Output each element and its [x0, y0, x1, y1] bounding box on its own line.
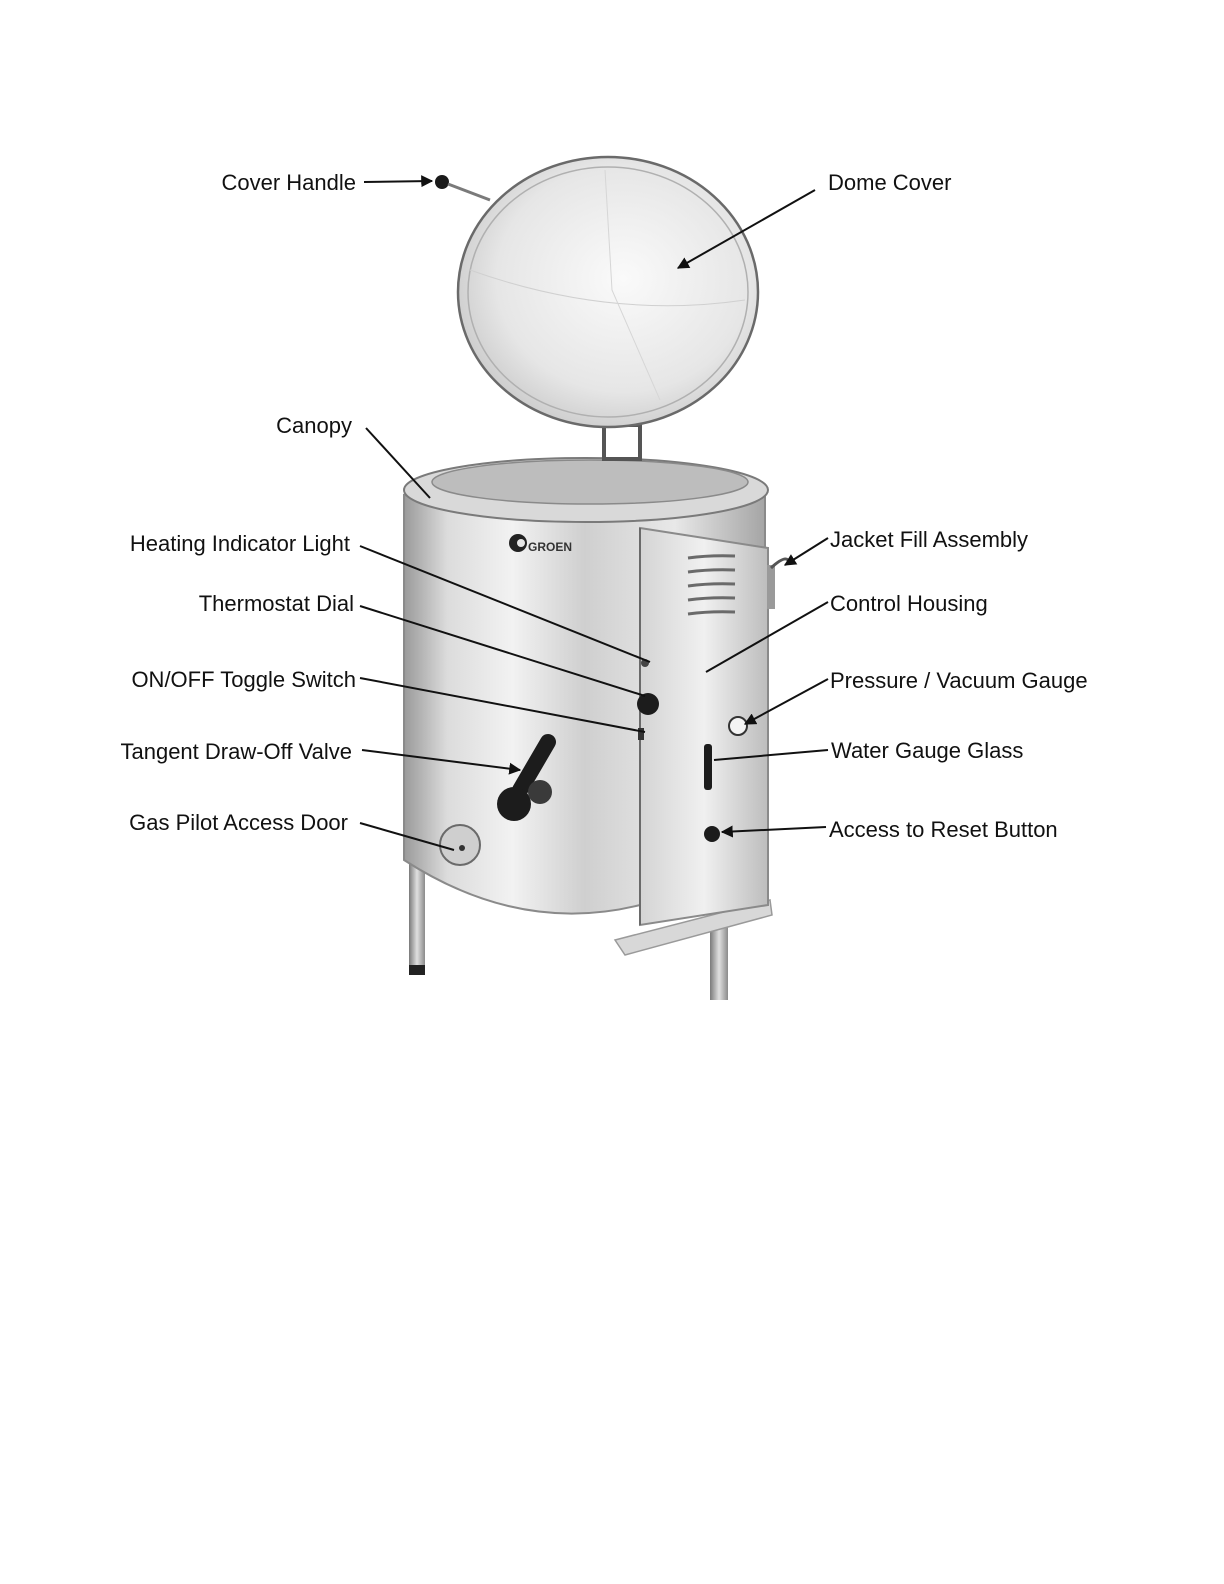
cover-handle — [435, 175, 449, 189]
on-off-toggle-switch — [638, 728, 644, 740]
label-pressure-vacuum-gauge: Pressure / Vacuum Gauge — [830, 668, 1088, 693]
label-cover-handle: Cover Handle — [221, 170, 356, 195]
label-water-gauge-glass: Water Gauge Glass — [831, 738, 1023, 763]
label-heating-indicator-light: Heating Indicator Light — [130, 531, 350, 556]
label-tangent-draw-off-valve: Tangent Draw-Off Valve — [120, 739, 352, 764]
label-dome-cover: Dome Cover — [828, 170, 951, 195]
water-gauge-glass — [704, 744, 712, 790]
cover-hinge — [604, 425, 640, 459]
label-canopy: Canopy — [276, 413, 352, 438]
kettle-illustration: GROEN — [404, 157, 788, 1000]
gas-pilot-access-door — [440, 825, 480, 865]
dome-cover — [458, 157, 758, 427]
brand-text: GROEN — [528, 540, 572, 554]
label-control-housing: Control Housing — [830, 591, 988, 616]
label-jacket-fill-assembly: Jacket Fill Assembly — [830, 527, 1028, 552]
control-housing — [640, 528, 768, 925]
label-gas-pilot-access-door: Gas Pilot Access Door — [129, 810, 348, 835]
pressure-vacuum-gauge — [729, 717, 747, 735]
label-thermostat-dial: Thermostat Dial — [199, 591, 354, 616]
label-access-to-reset-button: Access to Reset Button — [829, 817, 1058, 842]
jacket-fill-assembly — [767, 559, 788, 609]
front-left-leg — [409, 860, 425, 972]
label-on-off-toggle-switch: ON/OFF Toggle Switch — [131, 667, 356, 692]
reset-button-access — [704, 826, 720, 842]
thermostat-dial — [637, 693, 659, 715]
